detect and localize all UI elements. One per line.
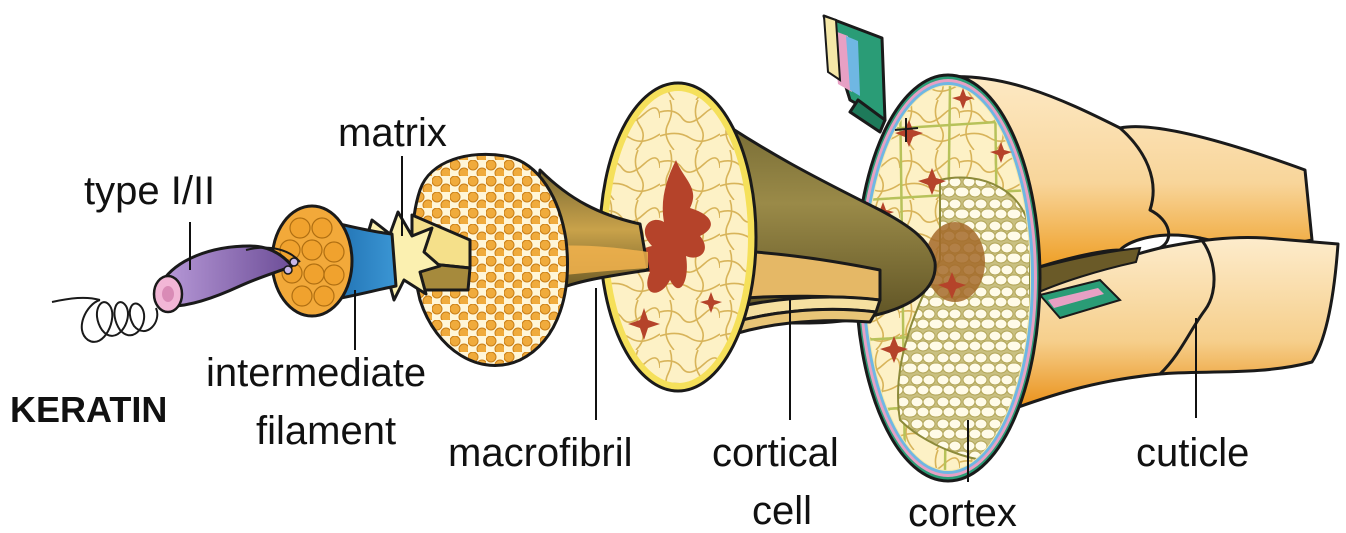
- label-matrix: matrix: [338, 111, 447, 155]
- label-intermediate: intermediate: [206, 351, 426, 395]
- label-macrofibril: macrofibril: [448, 431, 632, 475]
- label-cell: cell: [752, 489, 812, 533]
- label-cuticle: cuticle: [1136, 431, 1249, 475]
- cuticle-flap: [824, 16, 885, 132]
- label-keratin: KERATIN: [10, 389, 167, 430]
- label-type: type I/II: [84, 169, 215, 213]
- label-cortex: cortex: [908, 491, 1017, 533]
- label-cortical: cortical: [712, 431, 839, 475]
- label-filament: filament: [256, 409, 396, 453]
- keratin-coil: [52, 298, 157, 342]
- microfibril-bundle: [412, 154, 567, 365]
